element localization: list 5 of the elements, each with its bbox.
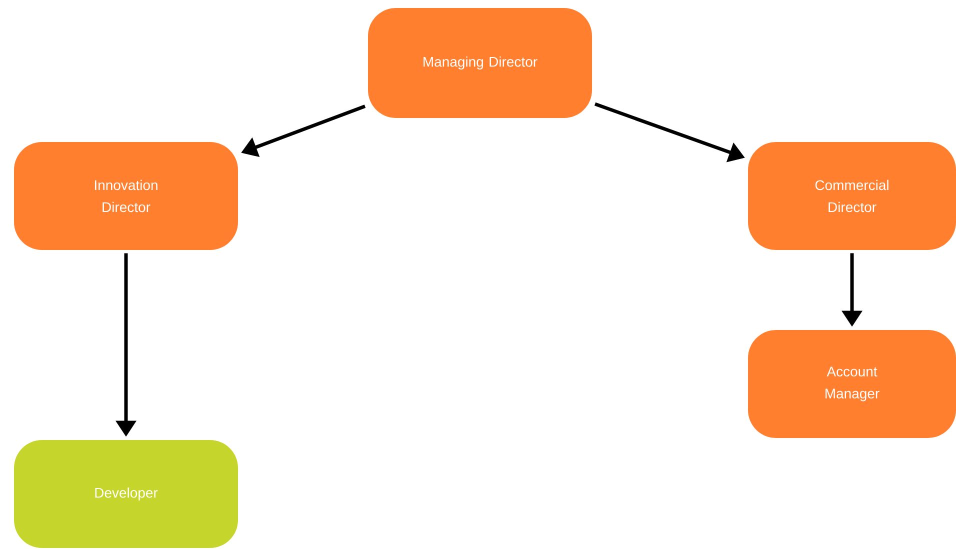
org-box: Developer [14,440,238,548]
org-box: Managing Director [368,8,592,118]
org-box: Commercial Director [748,142,956,250]
org-box: Innovation Director [14,142,238,250]
org-box: Account Manager [748,330,956,438]
